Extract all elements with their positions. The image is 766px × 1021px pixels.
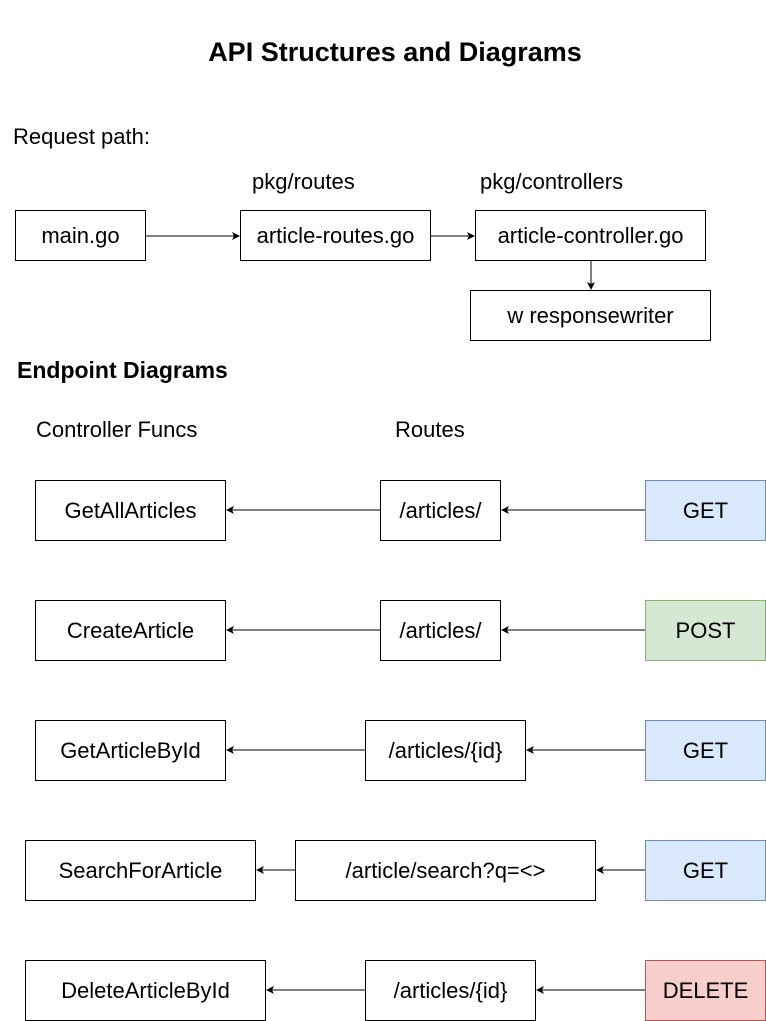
controller-func-box: GetAllArticles <box>35 480 226 541</box>
http-method-box: POST <box>645 600 766 661</box>
endpoint-diagrams-heading: Endpoint Diagrams <box>17 357 228 383</box>
diagram-title: API Structures and Diagrams <box>208 37 582 67</box>
http-method-box: GET <box>645 720 766 781</box>
route-box: /articles/ <box>380 480 501 541</box>
controller-funcs-column-label: Controller Funcs <box>36 417 198 442</box>
controller-func-box: GetArticleById <box>35 720 226 781</box>
controllers-package-label: pkg/controllers <box>480 169 624 194</box>
article-routes-node: article-routes.go <box>240 210 431 261</box>
route-box: /articles/{id} <box>365 720 526 781</box>
route-box: /article/search?q=<> <box>295 840 596 901</box>
http-method-box: GET <box>645 480 766 541</box>
http-method-box: DELETE <box>645 960 766 1021</box>
controller-func-box: CreateArticle <box>35 600 226 661</box>
request-path-label: Request path: <box>13 124 150 149</box>
controller-func-box: SearchForArticle <box>25 840 256 901</box>
http-method-box: GET <box>645 840 766 901</box>
route-box: /articles/ <box>380 600 501 661</box>
main-go-node: main.go <box>15 210 146 261</box>
routes-column-label: Routes <box>395 417 465 442</box>
controller-func-box: DeleteArticleById <box>25 960 266 1021</box>
article-controller-node: article-controller.go <box>475 210 706 261</box>
response-writer-node: w responsewriter <box>470 290 711 341</box>
routes-package-label: pkg/routes <box>252 169 355 194</box>
route-box: /articles/{id} <box>365 960 536 1021</box>
